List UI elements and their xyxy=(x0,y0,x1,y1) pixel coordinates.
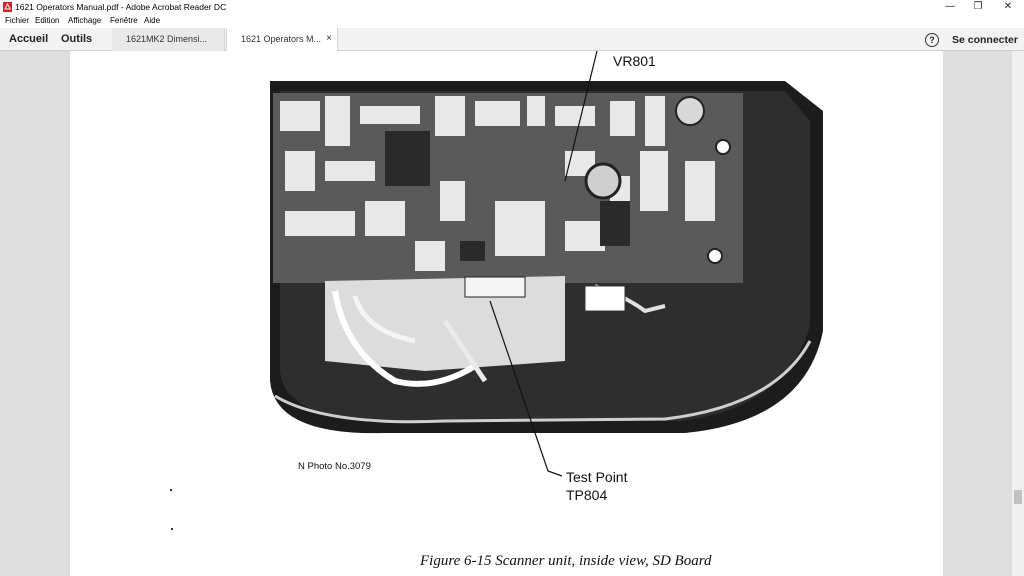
close-window-button[interactable]: ✕ xyxy=(1003,1,1013,12)
document-tab-label: 1621 Operators M... xyxy=(241,34,322,44)
pdf-page: VR801 N Photo No.3079 Test Point TP804 F… xyxy=(70,51,943,576)
leader-lines xyxy=(489,51,598,477)
tab-bar: Accueil Outils 1621MK2 Dimensi... 1621 O… xyxy=(0,28,1024,51)
close-tab-icon[interactable]: × xyxy=(326,33,332,44)
menu-fichier[interactable]: Fichier xyxy=(5,16,30,25)
scrollbar-thumb[interactable] xyxy=(1014,490,1022,504)
menu-bar: Fichier Edition Affichage Fenêtre Aide xyxy=(0,14,1024,28)
menu-affichage[interactable]: Affichage xyxy=(68,16,102,25)
maximize-button[interactable]: ❐ xyxy=(973,1,983,12)
vertical-scrollbar[interactable] xyxy=(1012,51,1024,576)
label-tp804: TP804 xyxy=(566,487,608,503)
menu-fenetre[interactable]: Fenêtre xyxy=(110,16,138,25)
figure-caption: Figure 6-15 Scanner unit, inside view, S… xyxy=(420,553,712,569)
document-tab-label: 1621MK2 Dimensi... xyxy=(126,34,208,44)
document-viewer[interactable]: VR801 N Photo No.3079 Test Point TP804 F… xyxy=(0,51,1024,576)
circuit-board-photo xyxy=(265,81,825,436)
page-mark xyxy=(170,489,172,491)
photo-number: N Photo No.3079 xyxy=(298,461,371,472)
acrobat-icon xyxy=(3,2,12,12)
tab-accueil[interactable]: Accueil xyxy=(9,33,49,45)
menu-aide[interactable]: Aide xyxy=(144,16,161,25)
help-icon[interactable]: ? xyxy=(925,33,939,47)
signin-button[interactable]: Se connecter xyxy=(952,34,1018,46)
label-test-point: Test Point xyxy=(566,469,628,485)
tab-outils[interactable]: Outils xyxy=(61,33,93,45)
document-tab-operators-manual[interactable]: 1621 Operators M... × xyxy=(226,28,338,51)
window-title: 1621 Operators Manual.pdf - Adobe Acroba… xyxy=(15,2,227,12)
page-mark xyxy=(171,528,173,530)
document-tab-dimensions[interactable]: 1621MK2 Dimensi... xyxy=(112,28,225,51)
label-vr801: VR801 xyxy=(613,53,656,69)
minimize-button[interactable]: — xyxy=(945,1,955,12)
menu-edition[interactable]: Edition xyxy=(35,16,60,25)
title-bar: 1621 Operators Manual.pdf - Adobe Acroba… xyxy=(0,0,1024,14)
